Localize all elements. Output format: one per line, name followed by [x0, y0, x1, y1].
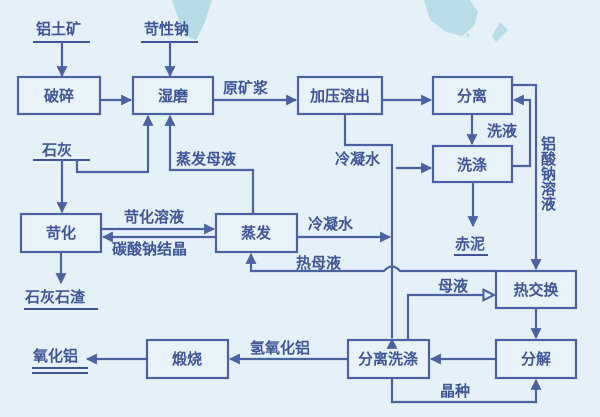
input-bauxite: 铝土矿 [36, 20, 81, 38]
svg-text:洗涤: 洗涤 [457, 156, 487, 174]
svg-text:煅烧: 煅烧 [172, 350, 202, 368]
svg-text:苛化: 苛化 [46, 224, 76, 242]
box-washing: 洗涤 [431, 144, 514, 184]
output-red-mud: 赤泥 [455, 235, 485, 253]
svg-text:分解: 分解 [521, 350, 551, 368]
label-condensate-2: 冷凝水 [308, 215, 354, 233]
box-calcination: 煅烧 [145, 338, 230, 380]
svg-text:破碎: 破碎 [44, 87, 74, 105]
label-hot-mother-liquor: 热母液 [296, 254, 342, 272]
label-sodium-carbonate-crystal: 碳酸钠结晶 [112, 240, 187, 258]
box-crushing: 破碎 [16, 75, 102, 116]
label-causticized-solution: 苛化溶液 [124, 208, 185, 226]
label-sodium-aluminate-solution: 铝酸钠溶液 [539, 135, 557, 212]
svg-text:湿磨: 湿磨 [158, 87, 189, 105]
svg-text:分离: 分离 [457, 87, 487, 105]
label-mother-liquor: 母液 [438, 277, 469, 295]
box-pressure-digestion: 加压溶出 [296, 75, 384, 116]
input-caustic-soda: 苛性钠 [144, 20, 189, 38]
output-lime-slag: 石灰石渣 [24, 288, 86, 306]
flow-arrows [55, 42, 542, 404]
output-alumina: 氧化铝 [32, 347, 78, 365]
label-seed-crystal: 晶种 [440, 382, 470, 400]
box-evaporation: 蒸发 [214, 212, 299, 254]
box-separation-washing: 分离洗涤 [346, 338, 431, 380]
box-causticization: 苛化 [19, 212, 103, 254]
label-condensate-1: 冷凝水 [335, 150, 381, 168]
box-wet-grinding: 湿磨 [131, 75, 215, 116]
svg-text:分离洗涤: 分离洗涤 [358, 350, 418, 368]
box-separation: 分离 [431, 75, 514, 116]
label-raw-slurry: 原矿浆 [223, 79, 269, 97]
input-lime: 石灰 [41, 141, 72, 159]
box-heat-exchange: 热交换 [494, 269, 578, 310]
svg-text:蒸发: 蒸发 [241, 224, 272, 242]
svg-text:加压溶出: 加压溶出 [309, 87, 370, 105]
label-wash-liquor: 洗液 [487, 122, 518, 140]
label-aluminum-hydroxide: 氢氧化铝 [250, 339, 310, 357]
map-background [172, 0, 508, 42]
svg-text:热交换: 热交换 [513, 281, 559, 299]
box-decomposition: 分解 [494, 338, 578, 380]
label-evaporated-mother-liquor: 蒸发母液 [176, 150, 237, 168]
